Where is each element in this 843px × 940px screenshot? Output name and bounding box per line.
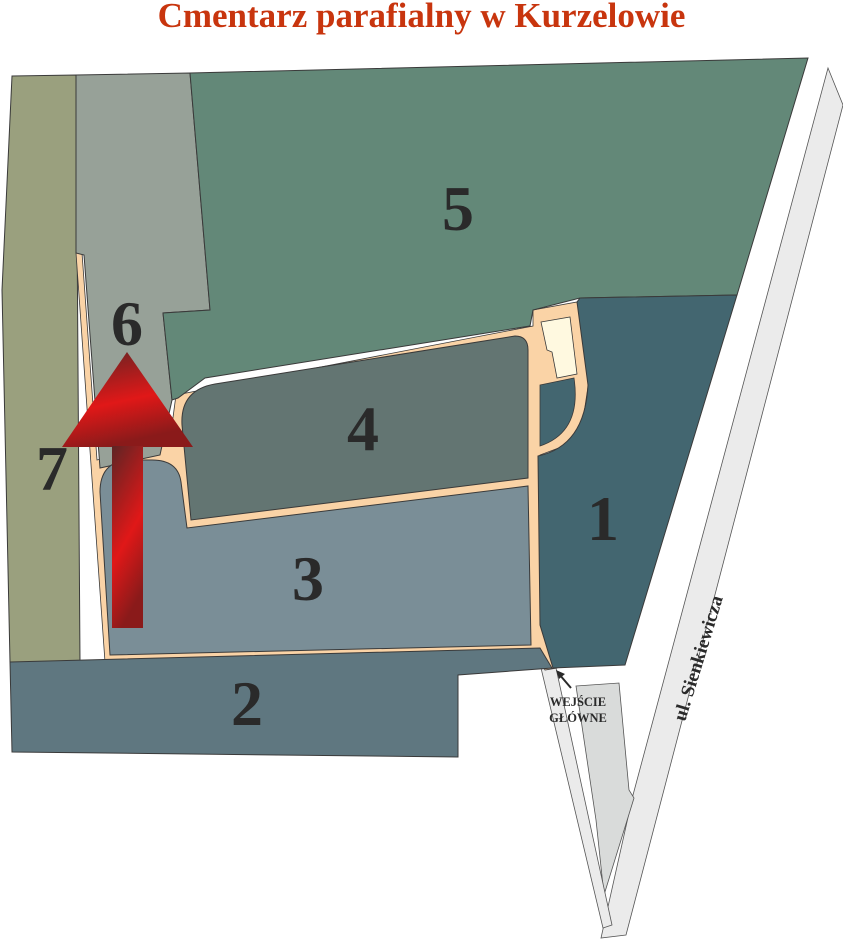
section-3-label: 3 <box>292 543 324 614</box>
section-4-label: 4 <box>347 393 379 464</box>
chapel-building <box>540 316 578 379</box>
entrance-label-line2: GŁÓWNE <box>549 711 607 725</box>
section-1-label: 1 <box>587 483 619 554</box>
section-6-label: 6 <box>111 288 143 359</box>
section-5-label: 5 <box>442 173 474 244</box>
section-1-inner <box>539 377 576 447</box>
section-4[interactable] <box>181 335 529 521</box>
north-arrow-icon <box>62 352 193 628</box>
map-title: Cmentarz parafialny w Kurzelowie <box>157 0 686 35</box>
section-3[interactable] <box>99 459 532 656</box>
section-1[interactable] <box>537 294 738 669</box>
entrance-pointer-icon <box>556 670 572 689</box>
section-5[interactable] <box>162 57 809 401</box>
section-7[interactable] <box>1 74 81 663</box>
street-road <box>600 66 843 939</box>
section-2[interactable] <box>9 647 553 758</box>
parking-lot <box>575 682 635 896</box>
section-2-label: 2 <box>231 668 263 739</box>
section-7-label: 7 <box>36 433 68 504</box>
entrance-label-line1: WEJŚCIE <box>550 695 606 709</box>
